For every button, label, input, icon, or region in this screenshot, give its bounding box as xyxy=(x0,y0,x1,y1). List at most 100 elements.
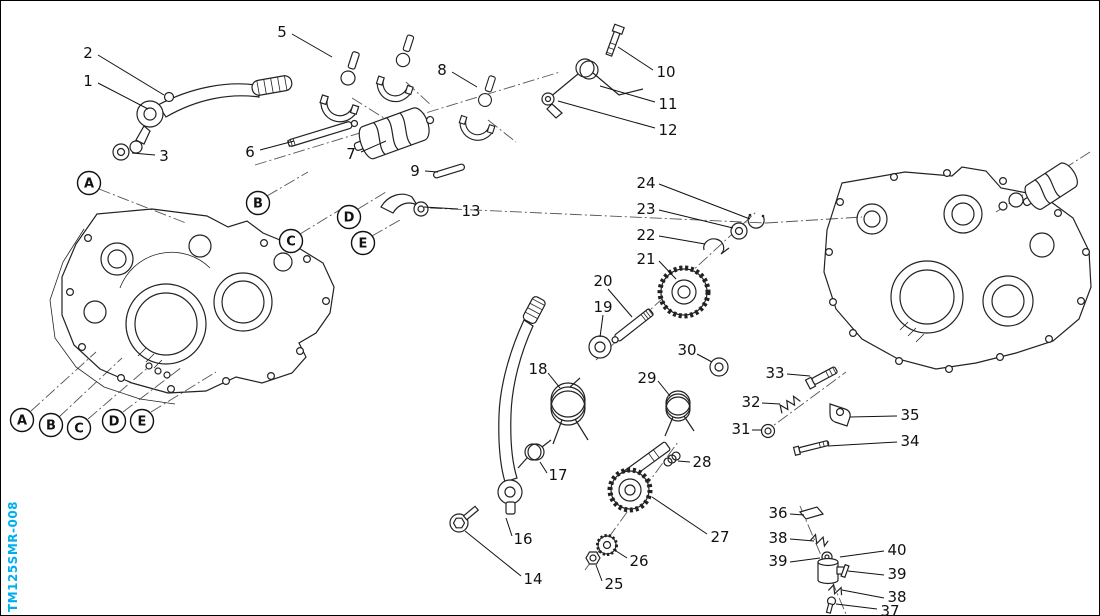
part-number-label: 38 xyxy=(768,529,787,547)
ref-letter-A: A xyxy=(9,407,35,433)
shift-drum-right xyxy=(1022,162,1078,210)
left-crankcase-half xyxy=(49,208,335,405)
axis-line xyxy=(58,357,123,418)
callout-13: 13 xyxy=(423,202,481,220)
callout-3: 3 xyxy=(131,147,169,165)
callout-36: 36 xyxy=(768,504,805,522)
washer-right-drum xyxy=(1008,192,1024,208)
shaft-20 xyxy=(611,308,654,344)
shim-36 xyxy=(798,506,825,520)
axis-line xyxy=(122,366,183,413)
callout-18: 18 xyxy=(528,360,561,389)
part-number-label: 2 xyxy=(83,44,93,62)
gearshift-lever xyxy=(112,75,293,161)
ref-letter-label: E xyxy=(138,415,147,430)
clip-spring-17 xyxy=(517,439,552,469)
part-number-label: 13 xyxy=(461,202,480,220)
washer-23 xyxy=(730,222,748,240)
callout-31: 31 xyxy=(731,420,762,438)
washer-19 xyxy=(588,335,612,359)
pinch-bolt xyxy=(163,91,175,103)
part-number-label: 21 xyxy=(636,250,655,268)
callout-32: 32 xyxy=(741,393,781,411)
part-number-label: 14 xyxy=(523,570,542,588)
part-number-label: 31 xyxy=(731,420,750,438)
ref-letter-B: B xyxy=(245,190,271,216)
callout-23: 23 xyxy=(636,200,734,229)
callout-7: 7 xyxy=(346,140,387,163)
screw-37 xyxy=(825,596,837,614)
hook-washer-22 xyxy=(703,238,730,255)
ref-letter-label: A xyxy=(17,414,27,429)
washer-30 xyxy=(709,357,729,377)
washer-3 xyxy=(112,143,130,161)
callout-22: 22 xyxy=(636,226,706,245)
washer-31 xyxy=(760,423,776,439)
fork-rod-9 xyxy=(432,163,466,179)
callout-9: 9 xyxy=(410,162,439,180)
callout-33: 33 xyxy=(765,364,811,382)
part-number-label: 34 xyxy=(900,432,919,450)
callout-12: 12 xyxy=(557,100,678,139)
pin-right-drum xyxy=(998,201,1008,211)
ref-letter-label: E xyxy=(359,237,368,252)
ref-letter-D: D xyxy=(336,204,362,230)
ref-letter-label: A xyxy=(84,177,94,192)
callout-38: 38 xyxy=(841,588,907,606)
part-number-label: 39 xyxy=(887,565,906,583)
axis-line xyxy=(351,97,385,119)
axis-line xyxy=(429,207,767,224)
part-number-label: 6 xyxy=(245,143,255,161)
ref-letter-label: C xyxy=(74,422,84,437)
axis-line xyxy=(254,71,561,166)
kickstart-shaft-assembly xyxy=(585,441,681,565)
watermark: TM125SMR-008 xyxy=(6,501,20,612)
ref-letter-A: A xyxy=(76,170,102,196)
callout-17: 17 xyxy=(539,461,568,484)
part-number-label: 24 xyxy=(636,174,655,192)
part-number-label: 11 xyxy=(658,95,677,113)
bolt-34 xyxy=(792,440,830,456)
nut-25 xyxy=(585,551,601,565)
callout-27: 27 xyxy=(651,496,730,546)
part-number-label: 1 xyxy=(83,72,93,90)
stopper-arm-35 xyxy=(829,403,851,427)
callout-24: 24 xyxy=(636,174,751,220)
callout-35: 35 xyxy=(849,406,920,424)
torsion-spring-18 xyxy=(550,377,589,445)
sector-gear-21 xyxy=(657,265,711,319)
pawl-12 xyxy=(541,92,563,119)
return-spring-11 xyxy=(548,58,644,99)
part-number-label: 40 xyxy=(887,541,906,559)
axis-line xyxy=(371,219,401,237)
axis-line xyxy=(150,371,217,413)
callout-40: 40 xyxy=(839,541,907,559)
part-number-label: 19 xyxy=(593,298,612,316)
callout-39: 39 xyxy=(847,565,907,583)
ref-letter-label: D xyxy=(109,415,120,430)
ref-letter-label: D xyxy=(344,211,355,226)
shift-drum xyxy=(353,107,435,160)
spring-32 xyxy=(779,394,801,414)
detent-parts xyxy=(760,366,851,456)
detent-arm-13 xyxy=(380,193,429,217)
callout-28: 28 xyxy=(677,453,712,471)
callout-1: 1 xyxy=(83,72,149,110)
callout-5: 5 xyxy=(277,23,333,58)
axis-line xyxy=(98,188,187,224)
part-number-label: 16 xyxy=(513,530,532,548)
callout-25: 25 xyxy=(595,564,624,593)
bolt-10 xyxy=(605,23,625,57)
ratchet-26 xyxy=(596,534,618,556)
part-number-label: 37 xyxy=(880,602,899,616)
detent-plunger-parts xyxy=(798,506,850,614)
ref-letter-C: C xyxy=(278,228,304,254)
part-number-label: 22 xyxy=(636,226,655,244)
ref-letter-label: C xyxy=(286,235,296,250)
axis-line xyxy=(487,119,517,143)
shift-fork-8 xyxy=(455,70,510,146)
spring-38-lower xyxy=(827,583,843,596)
callout-34: 34 xyxy=(827,432,920,450)
part-number-label: 36 xyxy=(768,504,787,522)
